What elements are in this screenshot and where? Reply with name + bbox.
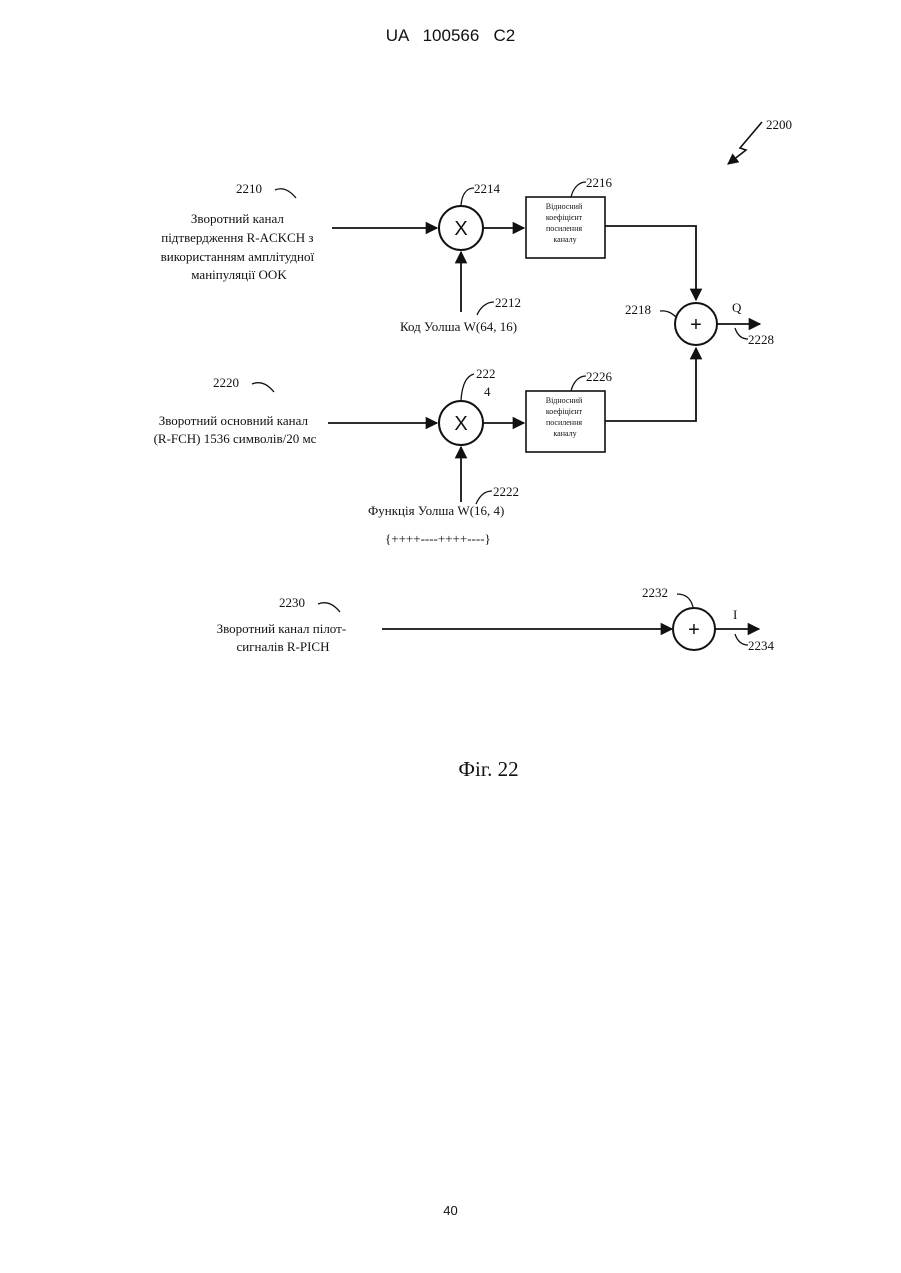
fch-label-line-2: (R-FCH) 1536 символів/20 мс [154, 431, 317, 446]
i-output-label: I [733, 607, 737, 622]
ack-mixer-symbol: X [454, 218, 467, 240]
pilot-channel-label: Зворотний канал пілот- сигналів R-PICH [217, 621, 350, 654]
ack-label-line-4: маніпуляції OOK [191, 267, 287, 282]
leader-2220 [252, 383, 274, 392]
ref-2232: 2232 [642, 585, 668, 600]
ref-2234: 2234 [748, 638, 775, 653]
leader-2212 [477, 302, 494, 315]
q-output-label: Q [732, 300, 742, 315]
fch-mixer-symbol: X [454, 413, 467, 435]
ack-channel-label: Зворотний канал підтвердження R-ACKCH з … [161, 211, 318, 282]
ack-label-line-3: використанням амплітудної [161, 249, 315, 264]
walsh-sequence: {++++----++++----} [385, 531, 491, 546]
gain-2226-line-2: коефіцієнт [546, 407, 583, 416]
ref-2230: 2230 [279, 595, 305, 610]
ref-2210: 2210 [236, 181, 262, 196]
leader-2210 [275, 189, 296, 198]
gain-2226-line-3: посилення [546, 418, 582, 427]
pilot-label-line-2: сигналів R-PICH [236, 639, 329, 654]
gain-2216-to-summer [605, 226, 696, 300]
leader-2216 [571, 182, 586, 197]
pilot-label-line-1: Зворотний канал пілот- [217, 621, 347, 636]
leader-2224 [461, 374, 474, 400]
leader-2226 [571, 376, 586, 391]
walsh-function-label: Функція Уолша W(16, 4) [368, 503, 504, 518]
summer-q-symbol: + [690, 314, 702, 336]
figure-caption: Фіг. 22 [0, 757, 901, 782]
ref-2200: 2200 [766, 117, 792, 132]
leader-2234 [735, 634, 748, 645]
gain-2216-line-2: коефіцієнт [546, 213, 583, 222]
ref-2220: 2220 [213, 375, 239, 390]
ref-2214: 2214 [474, 181, 501, 196]
zigzag-arrow-2200 [728, 122, 762, 164]
leader-2230 [318, 603, 340, 612]
ref-2224-line-2: 4 [484, 384, 491, 399]
fch-label-line-1: Зворотний основний канал [159, 413, 309, 428]
ack-label-line-2: підтвердження R-ACKCH з [161, 230, 313, 245]
ref-2216: 2216 [586, 175, 613, 190]
ref-2226: 2226 [586, 369, 613, 384]
leader-2232 [677, 594, 693, 607]
gain-2226-line-4: каналу [553, 429, 576, 438]
page-number: 40 [0, 1203, 901, 1218]
ref-2224-line-1: 222 [476, 366, 496, 381]
gain-2216-line-4: каналу [553, 235, 576, 244]
ack-label-line-1: Зворотний канал [191, 211, 284, 226]
leader-2214 [461, 188, 474, 205]
summer-i-symbol: + [688, 619, 700, 641]
fch-channel-label: Зворотний основний канал (R-FCH) 1536 си… [154, 413, 317, 446]
leader-2218 [660, 311, 677, 318]
ref-2222: 2222 [493, 484, 519, 499]
ref-2218: 2218 [625, 302, 651, 317]
gain-2216-line-1: Відносний [546, 202, 583, 211]
gain-2226-to-summer [605, 348, 696, 421]
gain-2216-line-3: посилення [546, 224, 582, 233]
ref-2228: 2228 [748, 332, 774, 347]
gain-2226-line-1: Відносний [546, 396, 583, 405]
leader-2228 [735, 328, 748, 339]
ref-2212: 2212 [495, 295, 521, 310]
walsh-code-label: Код Уолша W(64, 16) [400, 319, 517, 334]
